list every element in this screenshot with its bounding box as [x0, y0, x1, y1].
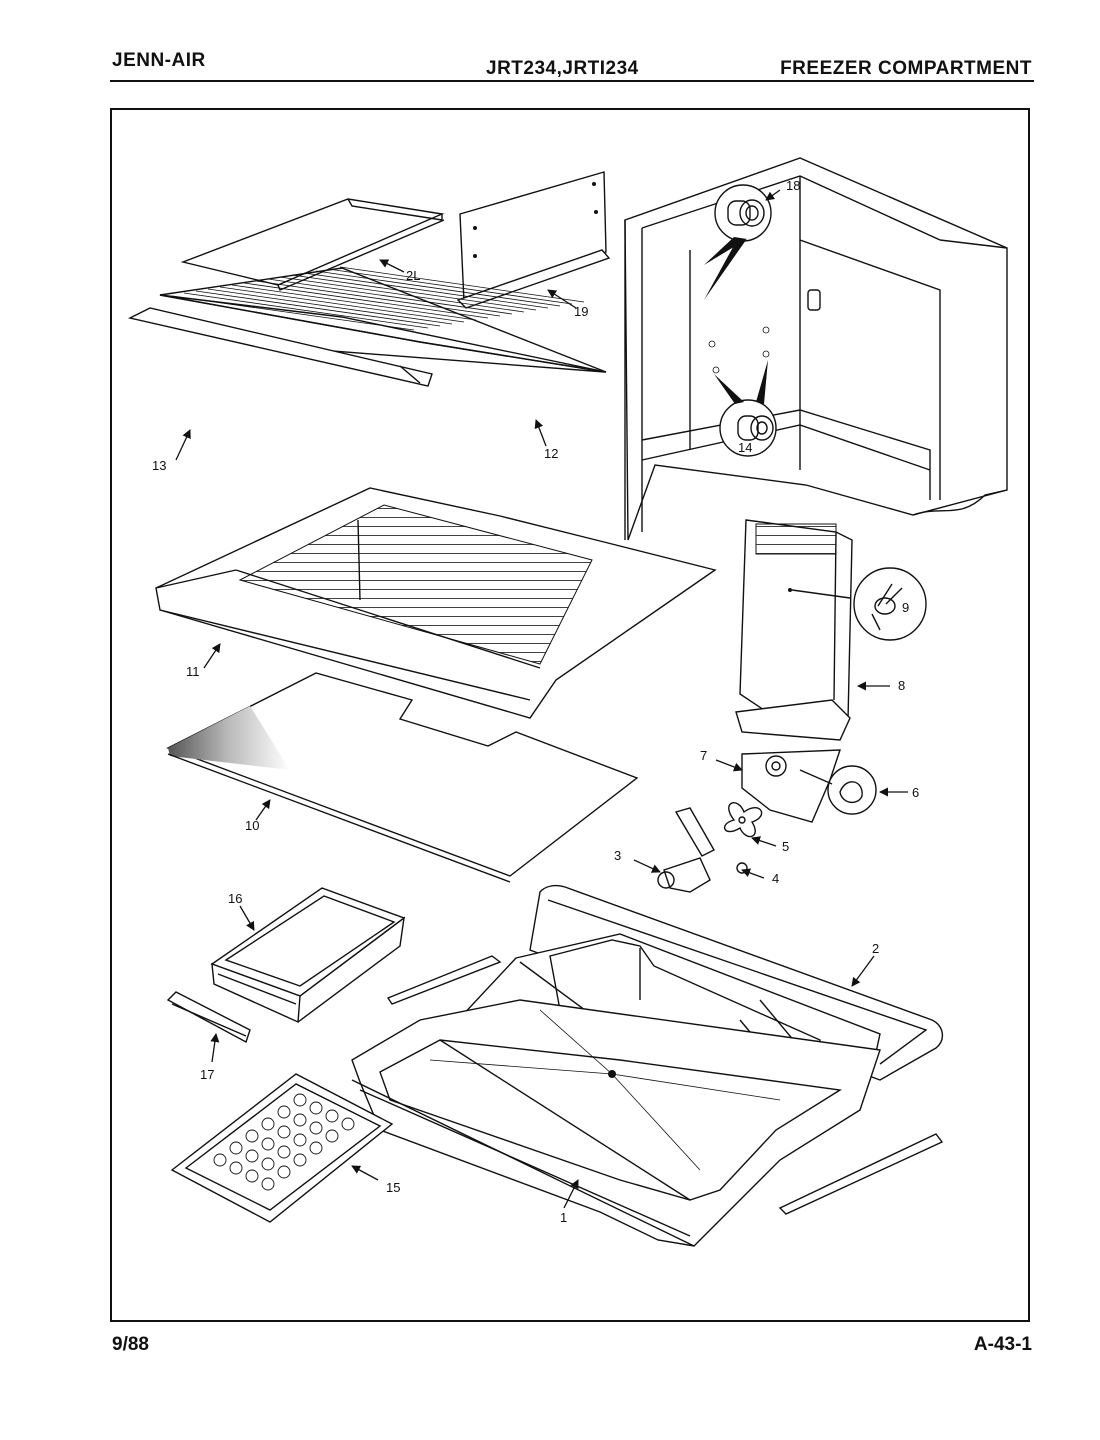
callout-14: 14: [738, 440, 752, 455]
callout-1: 1: [560, 1210, 567, 1225]
part-10-cover-plate: [166, 672, 639, 883]
part-16-freezer-basket: [210, 887, 406, 1024]
revision-date: 9/88: [112, 1334, 149, 1355]
callout-8: 8: [898, 678, 905, 693]
callout-16: 16: [228, 891, 242, 906]
callout-3: 3: [614, 848, 621, 863]
part-18-plug-detail: [704, 184, 772, 300]
part-20-shelf-panel: [180, 198, 445, 291]
callout-7: 7: [700, 748, 707, 763]
callout-10: 10: [245, 818, 259, 833]
part-13-shelf-front-trim: [127, 307, 433, 387]
diagram-frame: [110, 108, 1030, 1322]
callout-20: 2L: [406, 268, 420, 283]
part-15-ice-tray: [170, 1073, 394, 1223]
part-3-4-fan-motor: [657, 807, 748, 893]
callout-12: 12: [544, 446, 558, 461]
part-1-floor-pan: [351, 999, 881, 1247]
callout-17: 17: [200, 1067, 214, 1082]
part-17-tray-rail: [166, 991, 251, 1044]
model-numbers: JRT234,JRTI234: [486, 58, 639, 79]
trim-strips: [386, 955, 944, 1215]
section-title: FREEZER COMPARTMENT: [780, 58, 1032, 79]
part-5-fan-blade: [723, 802, 763, 838]
callout-6: 6: [912, 785, 919, 800]
part-11-main-shelf: [155, 487, 717, 719]
part-7-motor-bracket: [741, 749, 841, 823]
brand-name: JENN-AIR: [112, 50, 206, 71]
callout-19: 19: [574, 304, 588, 319]
part-19-divider-panel: [456, 171, 611, 309]
page-code: A-43-1: [973, 1334, 1032, 1355]
callout-4: 4: [772, 871, 779, 886]
callout-2: 2: [872, 941, 879, 956]
callout-9: 9: [902, 600, 909, 615]
callout-leaders: [175, 189, 908, 1209]
part-8-air-duct: [735, 519, 853, 741]
part-14-plug-detail: [714, 360, 777, 457]
part-6-grommet-detail: [799, 765, 877, 815]
freezer-cabinet: [624, 157, 1008, 541]
callout-5: 5: [782, 839, 789, 854]
header-rule: [110, 80, 1034, 82]
callout-15: 15: [386, 1180, 400, 1195]
callout-11: 11: [186, 664, 200, 679]
part-9-clip-detail: [791, 567, 927, 641]
callout-18: 18: [786, 178, 800, 193]
callout-13: 13: [152, 458, 166, 473]
